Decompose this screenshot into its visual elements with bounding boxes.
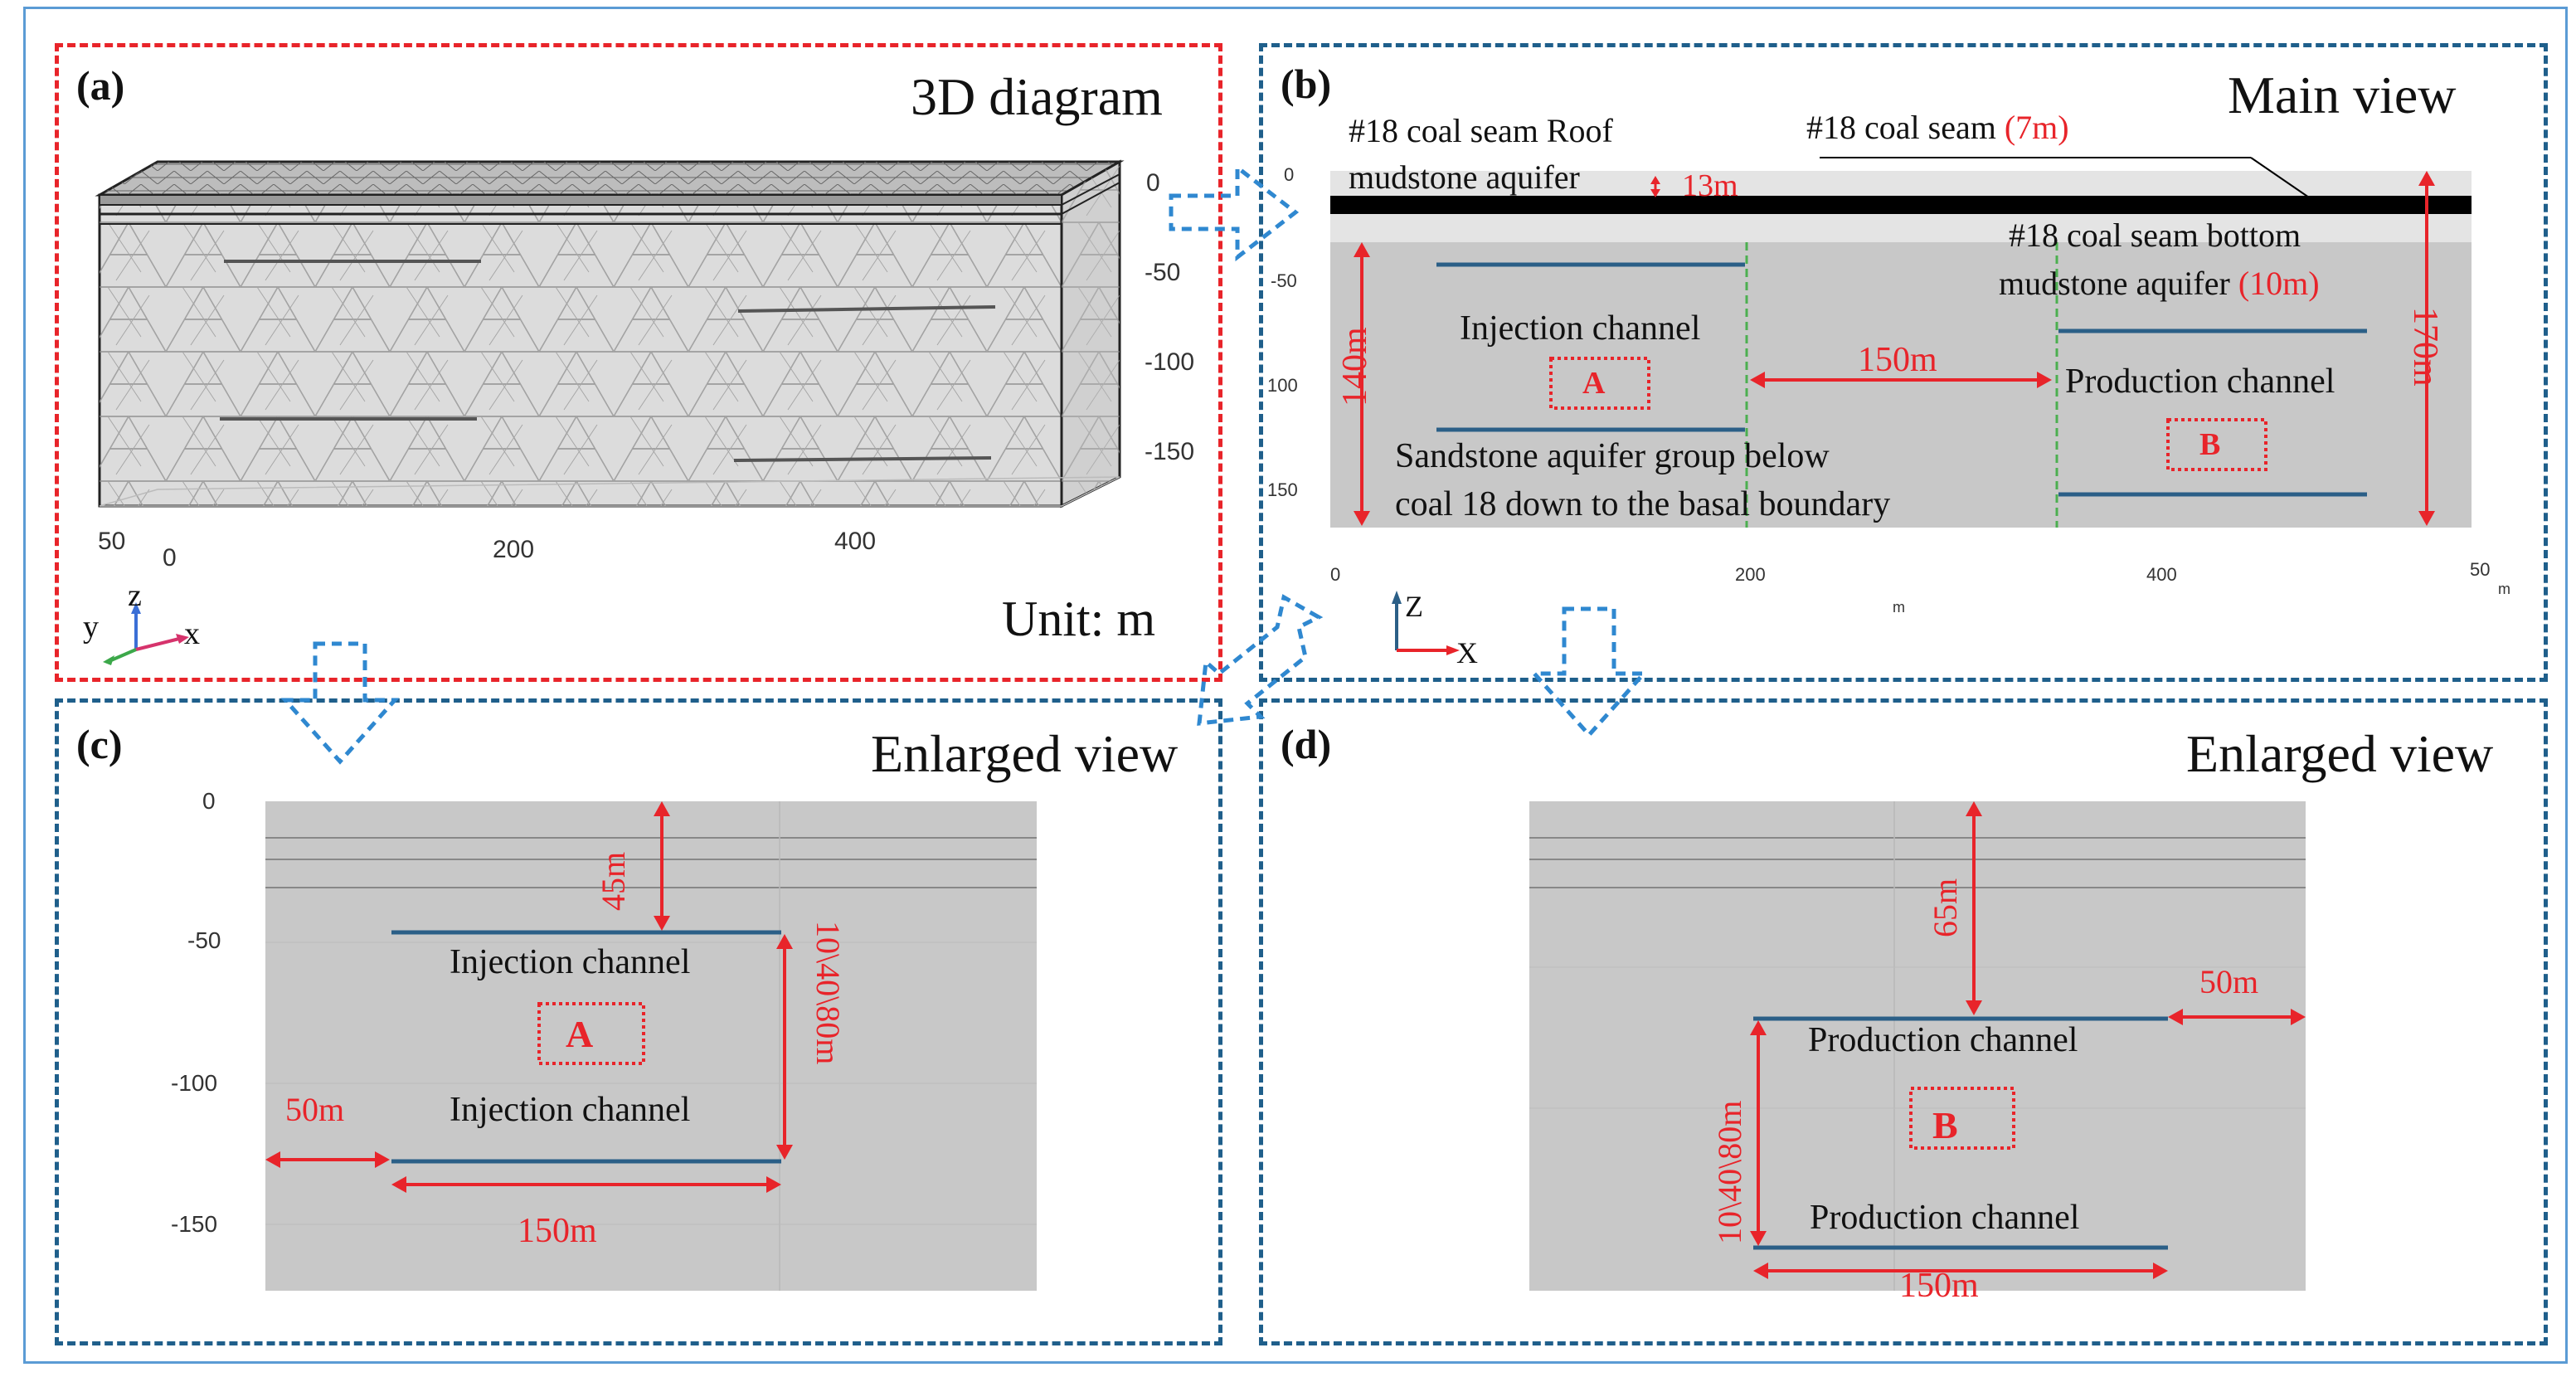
panel-b-x-tick-0: 0 [1330,564,1341,585]
bottom-label-line2: mudstone aquifer (10m) [1999,264,2320,303]
bottom-name: mudstone aquifer [1999,265,2238,302]
arrow-b-to-c [1197,594,1324,726]
injection-channel-bottom-label: Injection channel [450,1091,691,1129]
panel-a-x-tick-0: 0 [163,544,177,572]
panel-c-y-tick-2: -100 [171,1070,218,1096]
panel-c-y-tick-3: -150 [171,1211,218,1237]
panel-b-label: (b) [1281,61,1332,107]
panel-a [55,43,1222,682]
bottom-thickness: (10m) [2238,265,2320,302]
panel-a-y-tick: 50 [98,528,126,555]
gap-65m-label: 65m [1927,878,1964,937]
injection-channel-label: Injection channel [1460,309,1701,348]
panel-b-z-tick-3: 150 [1267,479,1298,500]
panel-a-x-tick-2: 400 [834,528,877,555]
axis-z-label: z [128,578,142,613]
panel-a-title: 3D diagram [911,67,1163,126]
panel-b-z-tick-2: 100 [1267,375,1298,396]
gap-50m-label-d: 50m [2199,963,2259,1000]
gap-50m-label-c: 50m [285,1091,345,1128]
enlarged-view-a [265,801,1037,1291]
arrow-a-to-c [280,641,400,765]
panel-c-y-tick-0: 0 [202,788,216,814]
panel-a-z-tick-1: -50 [1145,259,1181,286]
panel-b-z-tick-0: 0 [1284,164,1295,185]
panel-d-title: Enlarged view [2186,724,2494,783]
xz-axis-icon [1392,591,1460,655]
sandstone-label-line2: coal 18 down to the basal boundary [1395,485,1891,523]
height-170m-label: 170m [2406,307,2444,387]
panel-a-z-tick-0: 0 [1146,169,1160,197]
spacing-label-d: 10\40\80m [1711,1100,1748,1244]
axis-z-label-b: Z [1405,590,1423,623]
box-b-label-d: B [1932,1104,1958,1146]
panel-a-label: (a) [76,62,125,109]
box-b-label: B [2199,427,2221,462]
panel-d-label: (d) [1281,721,1332,767]
panel-a-x-tick-1: 200 [493,536,535,563]
panel-a-z-tick-2: -100 [1145,348,1195,376]
seam-label: #18 coal seam (7m) [1806,108,2069,147]
spacing-150m-label: 150m [1858,341,1937,379]
axis-y-label: y [83,610,99,645]
panel-b [1259,43,2548,682]
axis-triad-icon [103,602,189,665]
gap-45m-label: 45m [595,851,632,911]
panel-b-x-tick-3: 50 [2470,559,2491,580]
production-channel-bottom-label: Production channel [1810,1199,2080,1237]
production-channel-label: Production channel [2065,362,2335,401]
panel-c-title: Enlarged view [871,724,1179,783]
panel-a-unit: Unit: m [1002,591,1156,646]
production-channel-top-label: Production channel [1808,1021,2078,1059]
seam-name: #18 coal seam [1806,109,2005,146]
panel-b-z-tick-1: -50 [1271,270,1297,291]
roof-thickness-label: 13m [1682,168,1738,203]
seam-thickness: (7m) [2004,109,2069,146]
panel-c-y-tick-1: -50 [187,927,221,953]
spacing-label-c: 10\40\80m [809,921,847,1065]
panel-b-x-unit: m [1893,599,1905,616]
axis-x-label: x [184,616,200,651]
panel-b-title: Main view [2228,66,2457,124]
panel-b-x-unit-end: m [2498,581,2510,597]
axis-x-label-b: X [1456,636,1478,669]
panel-b-x-tick-1: 200 [1735,564,1766,585]
injection-channel-top-label: Injection channel [450,943,691,981]
roof-label-line2: mudstone aquifer [1349,158,1580,196]
arrow-b-to-d [1529,606,1649,738]
sandstone-label-line1: Sandstone aquifer group below [1395,437,1830,475]
enlarged-view-b [1529,801,2306,1291]
main-view-section [1330,157,2472,528]
roof-label-line1: #18 coal seam Roof [1349,112,1613,149]
panel-b-x-tick-2: 400 [2146,564,2177,585]
panel-c [55,698,1222,1345]
panel-c-label: (c) [76,721,123,767]
height-140m-label: 140m [1336,327,1374,406]
3d-mesh-box [95,159,1125,508]
box-a-label: A [1582,366,1606,401]
box-a-label-c: A [566,1013,594,1055]
figure-frame [23,7,2568,1364]
length-150m-label-c: 150m [518,1212,597,1250]
bottom-label-line1: #18 coal seam bottom [2009,217,2301,254]
arrow-a-to-b [1169,163,1300,262]
length-150m-label-d: 150m [1899,1267,1979,1305]
panel-a-z-tick-3: -150 [1145,438,1195,465]
panel-d [1259,698,2548,1345]
